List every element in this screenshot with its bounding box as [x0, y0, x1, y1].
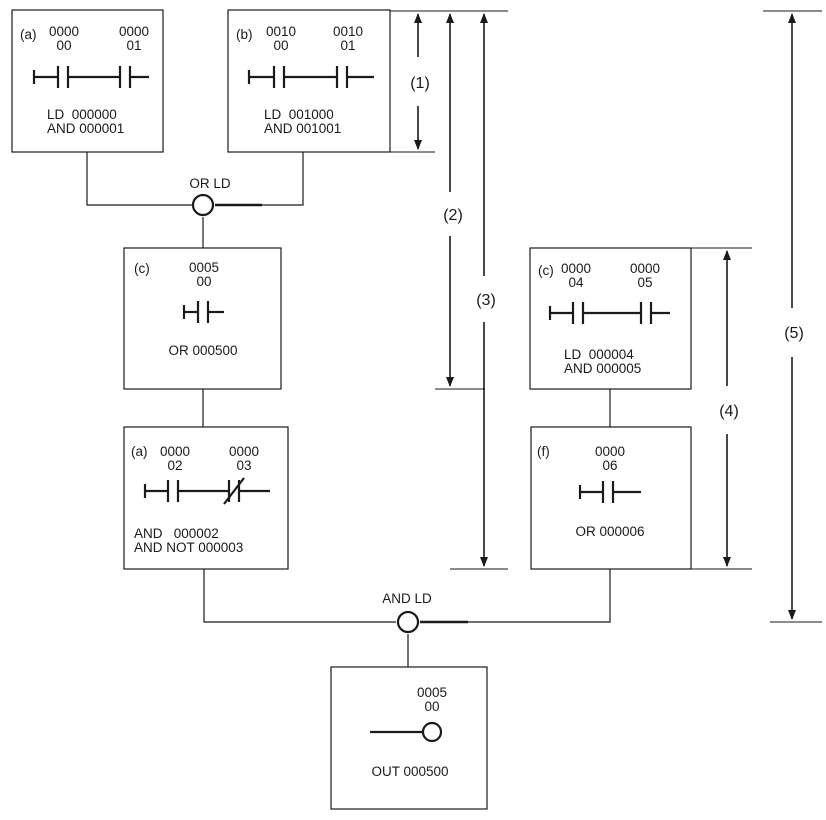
- block-a-bottom: (a) 0000 02 0000 03 AND 000002 AND NOT 0…: [123, 426, 289, 570]
- dimension-label-2: (2): [443, 207, 463, 224]
- dimension-lines: [390, 10, 822, 623]
- dimension-label-3: (3): [476, 292, 496, 309]
- output-coil-icon: [370, 721, 443, 743]
- block-a-top-addr1-top: 0000: [49, 24, 79, 39]
- block-out-addr-top: 0005: [417, 685, 447, 700]
- block-f-tag: (f): [537, 444, 550, 459]
- connection-wires: [86, 152, 611, 667]
- block-b-addr1-top: 0010: [266, 24, 296, 39]
- block-b-line1: LD 001000: [264, 107, 334, 122]
- block-b-addr1-bot: 00: [273, 38, 288, 53]
- block-a-top-line2: AND 000001: [47, 121, 124, 136]
- block-c-ld-addr1-bot: 04: [568, 275, 584, 290]
- block-b-tag: (b): [236, 27, 253, 42]
- block-a-top-tag: (a): [20, 27, 37, 42]
- block-f: (f) 0000 06 OR 000006: [530, 426, 692, 570]
- block-a-bottom-addr1-top: 0000: [160, 444, 190, 459]
- dimension-label-4: (4): [719, 403, 739, 420]
- block-c-ld-addr1-top: 0000: [561, 261, 591, 276]
- block-b-addr2-top: 0010: [333, 24, 363, 39]
- block-a-top-addr2-bot: 01: [126, 38, 141, 53]
- and-ld-junction: [396, 610, 420, 634]
- no-contact-icon: [612, 302, 670, 324]
- no-contact-icon: [247, 66, 311, 88]
- block-c-ld-line2: AND 000005: [564, 361, 641, 376]
- no-contact-icon: [32, 66, 94, 88]
- dimension-label-1: (1): [410, 75, 430, 92]
- block-a-bottom-line1: AND 000002: [134, 526, 219, 541]
- or-ld-junction: [191, 193, 215, 217]
- block-out-line1: OUT 000500: [371, 764, 448, 779]
- block-a-top-line1: LD 000000: [47, 107, 117, 122]
- and-ld-label: AND LD: [382, 591, 432, 606]
- no-contact-icon: [311, 66, 374, 88]
- block-c-or-tag: (c): [134, 261, 150, 276]
- block-b-addr2-bot: 01: [340, 38, 355, 53]
- block-c-ld-tag: (c): [538, 263, 554, 278]
- no-contact-icon: [143, 480, 207, 502]
- block-c-ld-addr2-bot: 05: [637, 275, 652, 290]
- block-b-line2: AND 001001: [264, 121, 341, 136]
- block-c-or-addr-top: 0005: [189, 260, 219, 275]
- block-a-top: (a) 0000 00 0000 01 LD 000000 AND 000001: [11, 9, 164, 153]
- block-a-bottom-tag: (a): [131, 444, 148, 459]
- block-a-top-addr1-bot: 00: [56, 38, 71, 53]
- block-a-bottom-line2: AND NOT 000003: [134, 540, 243, 555]
- block-f-addr-bot: 06: [602, 458, 617, 473]
- block-f-addr-top: 0000: [595, 444, 625, 459]
- block-a-bottom-addr2-bot: 03: [236, 458, 251, 473]
- dimension-label-5: (5): [784, 325, 804, 342]
- block-f-line1: OR 000006: [575, 524, 644, 539]
- no-contact-icon: [548, 302, 612, 324]
- no-contact-icon: [578, 481, 641, 503]
- block-out: 0005 00 OUT 000500: [330, 666, 488, 810]
- no-contact-icon: [94, 66, 149, 88]
- block-c-ld-addr2-top: 0000: [630, 261, 660, 276]
- block-a-top-addr2-top: 0000: [119, 24, 149, 39]
- block-a-bottom-addr1-bot: 02: [167, 458, 182, 473]
- nc-contact-icon: [207, 477, 270, 505]
- no-contact-icon: [182, 301, 224, 323]
- block-c-or: (c) 0005 00 OR 000500: [123, 247, 282, 390]
- block-out-addr-bot: 00: [424, 699, 439, 714]
- or-ld-label: OR LD: [189, 176, 231, 191]
- block-c-ld-line1: LD 000004: [564, 347, 634, 362]
- block-c-ld: (c) 0000 04 0000 05 LD 000004 AND 000005: [529, 247, 692, 390]
- block-c-or-line1: OR 000500: [168, 343, 237, 358]
- block-a-bottom-addr2-top: 0000: [229, 444, 259, 459]
- block-b: (b) 0010 00 0010 01 LD 001000 AND 001001: [227, 9, 391, 153]
- block-c-or-addr-bot: 00: [196, 274, 211, 289]
